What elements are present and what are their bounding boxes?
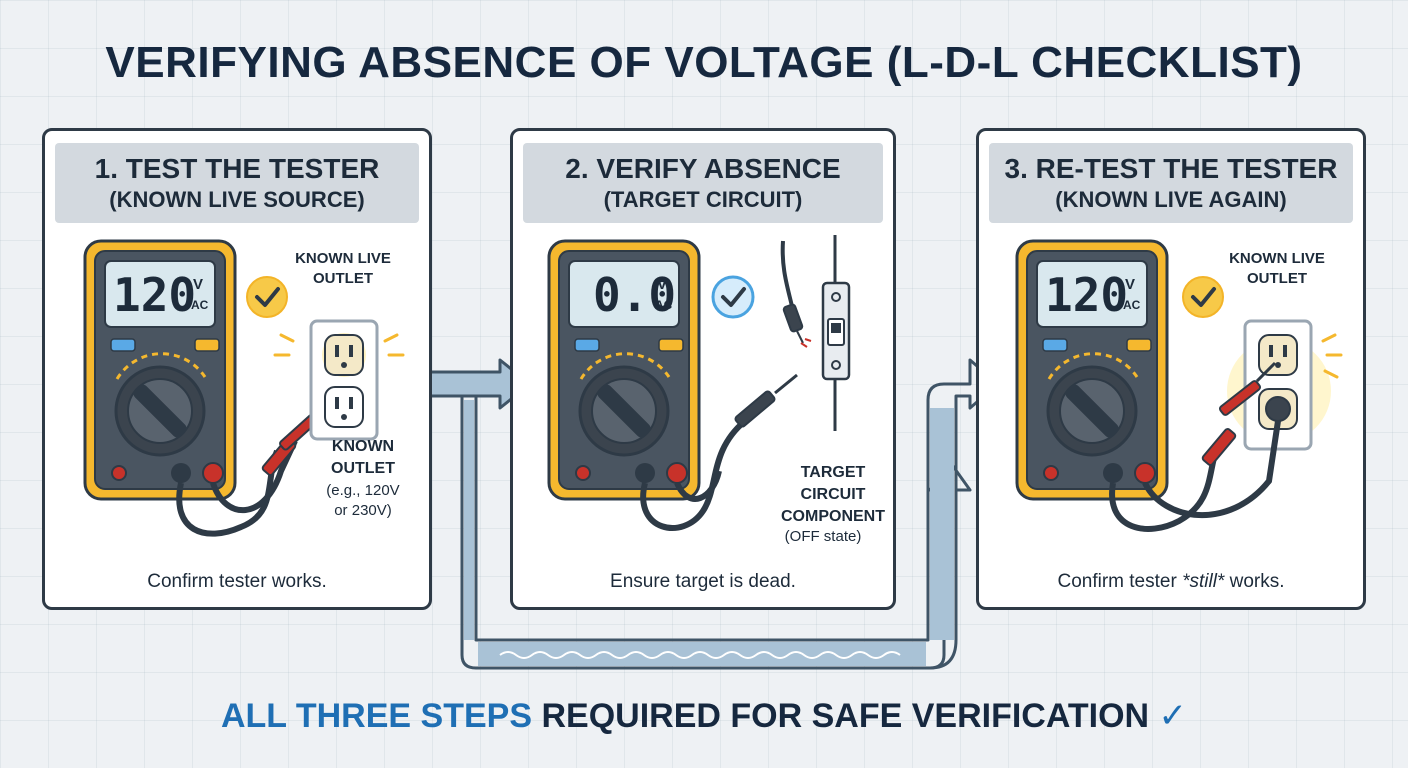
label-component: COMPONENT	[781, 508, 885, 525]
step-subtitle-2: (TARGET CIRCUIT)	[603, 187, 803, 212]
label-known: KNOWN	[332, 438, 394, 455]
return-loop-arrow	[460, 358, 1000, 670]
step-caption-1: Confirm tester works.	[147, 571, 327, 592]
step-header-3: 3. RE-TEST THE TESTER (KNOWN LIVE AGAIN)	[989, 143, 1353, 223]
caption-pre: Confirm tester	[1057, 571, 1183, 592]
test-leads	[640, 240, 812, 531]
footer-text: REQUIRED FOR SAFE VERIFICATION	[532, 697, 1159, 735]
step-subtitle-3: (KNOWN LIVE AGAIN)	[1055, 187, 1287, 212]
page-title: VERIFYING ABSENCE OF VOLTAGE (L-D-L CHEC…	[105, 38, 1303, 87]
caption-emphasis: *still*	[1182, 571, 1225, 592]
test-leads	[1109, 361, 1281, 532]
meter-unit: V	[657, 276, 667, 293]
label-off-state: (OFF state)	[785, 528, 862, 545]
footer-accent: ALL THREE STEPS	[220, 697, 533, 735]
check-icon: ✓	[1158, 697, 1188, 735]
label-known-live: KNOWN LIVE	[1229, 250, 1325, 267]
label-outlet: OUTLET	[313, 270, 373, 287]
label-outlet: OUTLET	[1247, 270, 1307, 287]
step-subtitle-1: (KNOWN LIVE SOURCE)	[109, 187, 365, 212]
multimeter: 120 V AC	[83, 239, 237, 501]
step-header-1: 1. TEST THE TESTER (KNOWN LIVE SOURCE)	[55, 143, 419, 223]
multimeter: 0.0 V AC	[547, 239, 701, 501]
lcd-screen	[568, 260, 680, 328]
meter-unit-ac: AC	[1123, 298, 1141, 312]
illustration-step-3: 120 V AC	[1015, 239, 1343, 532]
step-card-2: 2. VERIFY ABSENCE (TARGET CIRCUIT) 0.0 V…	[510, 128, 896, 610]
check-icon	[246, 276, 288, 318]
illustration-step-2: 0.0 V AC	[547, 235, 885, 545]
meter-reading: 120	[113, 268, 196, 322]
check-icon	[1182, 276, 1224, 318]
meter-unit: V	[1125, 276, 1135, 293]
footer-note: ALL THREE STEPS REQUIRED FOR SAFE VERIFI…	[0, 696, 1408, 736]
step-header-2: 2. VERIFY ABSENCE (TARGET CIRCUIT)	[523, 143, 883, 223]
step-card-1: 1. TEST THE TESTER (KNOWN LIVE SOURCE) 1…	[42, 128, 432, 610]
label-known-live: KNOWN LIVE	[295, 250, 391, 267]
meter-unit-ac: AC	[191, 298, 209, 312]
step-title-2: 2. VERIFY ABSENCE	[565, 153, 841, 184]
check-icon	[711, 275, 755, 319]
outlet-icon	[1227, 319, 1343, 451]
lcd-screen	[104, 260, 216, 328]
label-known-outlet: OUTLET	[331, 460, 395, 477]
label-target: TARGET	[801, 464, 866, 481]
label-circuit: CIRCUIT	[801, 486, 866, 503]
multimeter: 120 V AC	[1015, 239, 1169, 501]
step-title-1: 1. TEST THE TESTER	[94, 153, 380, 184]
illustration-step-1: 120 V AC	[83, 239, 405, 537]
step-caption-2: Ensure target is dead.	[610, 571, 796, 592]
circuit-breaker-icon	[821, 235, 851, 431]
meter-reading: 0.0	[593, 268, 676, 322]
meter-reading: 120	[1045, 268, 1128, 322]
meter-unit: V	[193, 276, 203, 293]
meter-unit-ac: AC	[655, 298, 673, 312]
label-example-2: or 230V)	[334, 502, 392, 519]
lcd-screen	[1036, 260, 1148, 328]
step-title-3: 3. RE-TEST THE TESTER	[1004, 153, 1338, 184]
outlet-icon	[273, 319, 405, 441]
step-caption-3: Confirm tester *still* works.	[979, 571, 1363, 593]
label-example: (e.g., 120V	[326, 482, 399, 499]
step-card-3: 3. RE-TEST THE TESTER (KNOWN LIVE AGAIN)…	[976, 128, 1366, 610]
caption-post: works.	[1224, 571, 1285, 592]
